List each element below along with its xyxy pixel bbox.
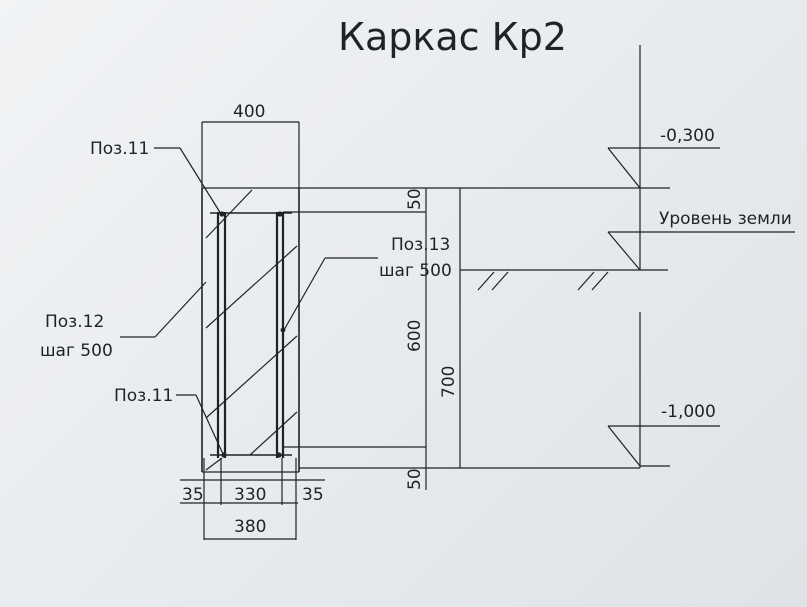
rebar-point <box>276 452 282 458</box>
rebar-point <box>277 211 283 217</box>
level-label-bottom: -1,000 <box>661 402 716 422</box>
dim-total-height: 700 <box>439 366 459 398</box>
ground-line <box>460 269 640 291</box>
label-pos13-line2: шаг 500 <box>379 261 452 281</box>
vertical-dimensions: 50 600 700 50 <box>405 188 461 490</box>
bottom-dimensions: 35 330 35 380 <box>180 458 325 540</box>
section-outline <box>201 187 640 473</box>
level-label-ground: Уровень земли <box>659 209 792 229</box>
dim-width-bottom: 380 <box>234 517 266 537</box>
leader-pos12: Поз.12 шаг 500 <box>40 281 207 361</box>
dim-inner-width: 330 <box>234 485 266 505</box>
dim-width-top: 400 <box>233 102 265 122</box>
dim-cover-right: 35 <box>302 485 324 505</box>
label-pos12-line2: шаг 500 <box>40 341 113 361</box>
level-mark-ground: Уровень земли <box>607 209 795 271</box>
drawing-title: Каркас Кр2 <box>338 15 567 59</box>
label-pos12-line1: Поз.12 <box>45 312 104 332</box>
leader-pos13: Поз.13 шаг 500 <box>283 235 452 331</box>
label-pos11-top: Поз.11 <box>90 139 149 159</box>
level-label-top: -0,300 <box>660 126 715 146</box>
level-mark-top: -0,300 <box>607 126 720 189</box>
rebar-cage <box>205 189 298 471</box>
dim-cover-top: 50 <box>405 188 425 210</box>
level-mark-bottom: -1,000 <box>607 402 720 467</box>
dim-cover-left: 35 <box>182 485 204 505</box>
label-pos11-bottom: Поз.11 <box>114 386 173 406</box>
top-width-dimension: 400 <box>201 102 300 188</box>
extension-lines <box>283 211 640 469</box>
leader-pos11-top: Поз.11 <box>90 139 222 215</box>
leader-pos11-bottom: Поз.11 <box>114 386 224 455</box>
dim-inner-height: 600 <box>405 320 425 352</box>
label-pos13-line1: Поз.13 <box>391 235 450 255</box>
dim-cover-bottom: 50 <box>405 468 425 490</box>
